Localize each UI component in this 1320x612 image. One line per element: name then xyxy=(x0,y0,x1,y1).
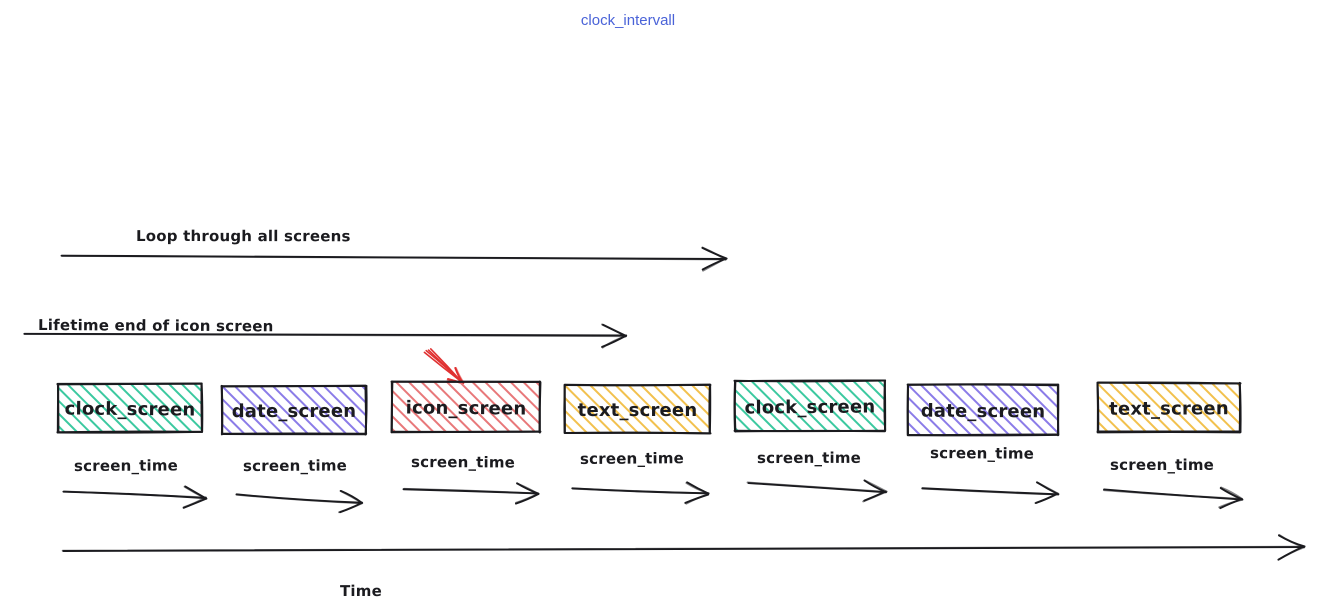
screen-box-group: clock_screen date_screen icon_screen text_s… xyxy=(56,379,1242,437)
page-title: clock_intervall xyxy=(581,12,675,29)
screen-box[interactable]: date_screen xyxy=(220,384,368,436)
screen-time-item: screen_time xyxy=(746,449,888,503)
screen-time-label: screen_time xyxy=(1110,456,1214,474)
time-axis-group: Time xyxy=(61,534,1306,600)
screen-box[interactable]: date_screen xyxy=(906,383,1060,437)
screen-time-item: screen_time xyxy=(571,449,710,505)
screen-time-label: screen_time xyxy=(580,449,684,468)
screen-time-item: screen_time xyxy=(921,444,1060,504)
screen-box-label: icon_screen xyxy=(406,397,527,419)
screen-box[interactable]: clock_screen xyxy=(56,382,204,434)
screen-box[interactable]: text_screen xyxy=(1096,381,1242,434)
screen-time-label: screen_time xyxy=(74,456,178,475)
screen-box-label: clock_screen xyxy=(65,398,196,420)
flow-arrow-label: Loop through all screens xyxy=(136,227,351,245)
flow-arrow-label: Lifetime end of icon screen xyxy=(38,316,274,335)
screen-box[interactable]: text_screen xyxy=(563,383,712,435)
screen-time-group: screen_time screen_time screen_time screen_… xyxy=(62,444,1244,514)
screen-box-label: date_screen xyxy=(921,401,1046,423)
flow-arrow-lifetime-end-of-icon-screen: Lifetime end of icon screen xyxy=(23,316,628,349)
screen-time-item: screen_time xyxy=(62,456,208,509)
screen-time-label: screen_time xyxy=(757,449,861,467)
screen-box-label: text_screen xyxy=(1109,398,1229,420)
screen-time-item: screen_time xyxy=(235,457,364,514)
screen-box[interactable]: icon_screen xyxy=(390,380,542,434)
screen-box-label: date_screen xyxy=(232,401,357,422)
flow-arrow-loop-through-all-screens: Loop through all screens xyxy=(60,227,728,272)
screen-box[interactable]: clock_screen xyxy=(733,379,887,433)
time-axis-label: Time xyxy=(340,582,382,600)
screen-time-item: screen_time xyxy=(402,453,540,505)
screen-time-label: screen_time xyxy=(243,457,347,475)
screen-time-label: screen_time xyxy=(411,453,515,471)
screen-time-item: screen_time xyxy=(1102,456,1244,510)
screen-box-label: text_screen xyxy=(578,400,698,421)
screen-box-label: clock_screen xyxy=(744,396,875,418)
icon-screen-pointer-arrow xyxy=(423,348,465,385)
screen-time-label: screen_time xyxy=(930,444,1034,463)
